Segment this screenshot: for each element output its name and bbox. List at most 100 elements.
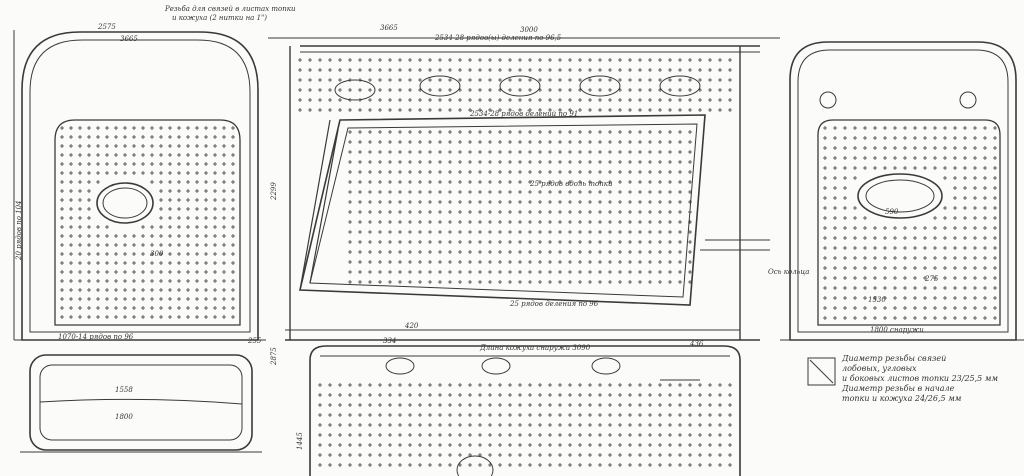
dim-590: 590 [885,208,899,216]
dim-1558-bottom: 1558 [115,386,133,394]
stay-bolt-mark [358,463,362,467]
stay-bolt-mark [141,144,145,148]
stay-bolt-mark [823,196,827,200]
stay-bolt-mark [923,246,927,250]
stay-bolt-mark [638,260,642,264]
stay-bolt-mark [69,279,73,283]
stay-bolt-mark [688,463,692,467]
stay-bolt-mark [528,210,532,214]
stay-bolt-mark [448,443,452,447]
stay-bolt-mark [408,403,412,407]
stay-bolt-mark [963,186,967,190]
stay-bolt-mark [438,108,442,112]
stay-bolt-mark [418,150,422,154]
stay-bolt-mark [648,413,652,417]
stay-bolt-mark [558,443,562,447]
stay-bolt-mark [508,393,512,397]
stay-bolt-mark [204,162,208,166]
stay-bolt-mark [418,68,422,72]
stay-bolt-mark [488,260,492,264]
stay-bolt-mark [638,170,642,174]
stay-bolt-mark [688,413,692,417]
stay-bolt-mark [418,250,422,254]
stay-bolt-mark [548,423,552,427]
stay-bolt-mark [408,220,412,224]
stay-bolt-mark [195,234,199,238]
dim-334: 334 [383,337,397,345]
stay-bolt-mark [638,383,642,387]
stay-bolt-mark [658,88,662,92]
stay-bolt-mark [438,140,442,144]
stay-bolt-mark [638,230,642,234]
stay-bolt-mark [78,216,82,220]
stay-bolt-mark [853,266,857,270]
stay-bolt-mark [368,393,372,397]
stay-bolt-mark [488,210,492,214]
stay-bolt-mark [893,276,897,280]
stay-bolt-mark [588,220,592,224]
stay-bolt-mark [348,240,352,244]
stay-bolt-mark [983,306,987,310]
stay-bolt-mark [638,190,642,194]
stay-bolt-mark [923,236,927,240]
stay-bolt-mark [588,250,592,254]
stay-bolt-mark [823,136,827,140]
stay-bolt-mark [168,270,172,274]
stay-bolt-mark [418,130,422,134]
stay-bolt-mark [963,306,967,310]
stay-bolt-mark [933,126,937,130]
stay-bolt-mark [648,58,652,62]
stay-bolt-mark [538,200,542,204]
stay-bolt-mark [833,126,837,130]
stay-bolt-mark [668,443,672,447]
stay-bolt-mark [123,270,127,274]
stay-bolt-mark [78,144,82,148]
stay-bolt-mark [105,261,109,265]
stay-bolt-mark [123,288,127,292]
stay-bolt-mark [823,256,827,260]
stay-bolt-mark [963,246,967,250]
stay-bolt-mark [428,200,432,204]
stay-bolt-mark [438,180,442,184]
stay-bolt-mark [408,453,412,457]
stay-bolt-mark [195,153,199,157]
stay-bolt-mark [698,78,702,82]
stay-bolt-mark [518,130,522,134]
stay-bolt-mark [638,130,642,134]
stay-bolt-mark [823,206,827,210]
stay-bolt-mark [478,443,482,447]
stay-bolt-mark [558,250,562,254]
stay-bolt-mark [468,423,472,427]
stay-bolt-mark [983,136,987,140]
stay-bolt-mark [953,136,957,140]
stay-bolt-mark [578,443,582,447]
stay-bolt-mark [953,206,957,210]
stay-bolt-mark [458,170,462,174]
stay-bolt-mark [398,58,402,62]
dim-rows28: 2534-28 рядов делений по 91 [470,110,579,118]
stay-bolt-mark [628,413,632,417]
stay-bolt-mark [568,403,572,407]
stay-bolt-mark [488,98,492,102]
stay-bolt-mark [428,463,432,467]
stay-bolt-mark [833,216,837,220]
stay-bolt-mark [328,403,332,407]
stay-bolt-mark [518,220,522,224]
stay-bolt-mark [458,280,462,284]
stay-bolt-mark [204,180,208,184]
stay-bolt-mark [883,126,887,130]
stay-bolt-mark [222,207,226,211]
stay-bolt-mark [578,190,582,194]
stay-bolt-mark [388,78,392,82]
stay-bolt-mark [231,171,235,175]
stay-bolt-mark [518,88,522,92]
stay-bolt-mark [618,220,622,224]
stay-bolt-mark [348,180,352,184]
stay-bolt-mark [195,288,199,292]
stay-bolt-mark [338,383,342,387]
stay-bolt-mark [688,240,692,244]
stay-bolt-mark [358,260,362,264]
stay-bolt-mark [428,180,432,184]
stay-bolt-mark [408,383,412,387]
stay-bolt-mark [448,463,452,467]
